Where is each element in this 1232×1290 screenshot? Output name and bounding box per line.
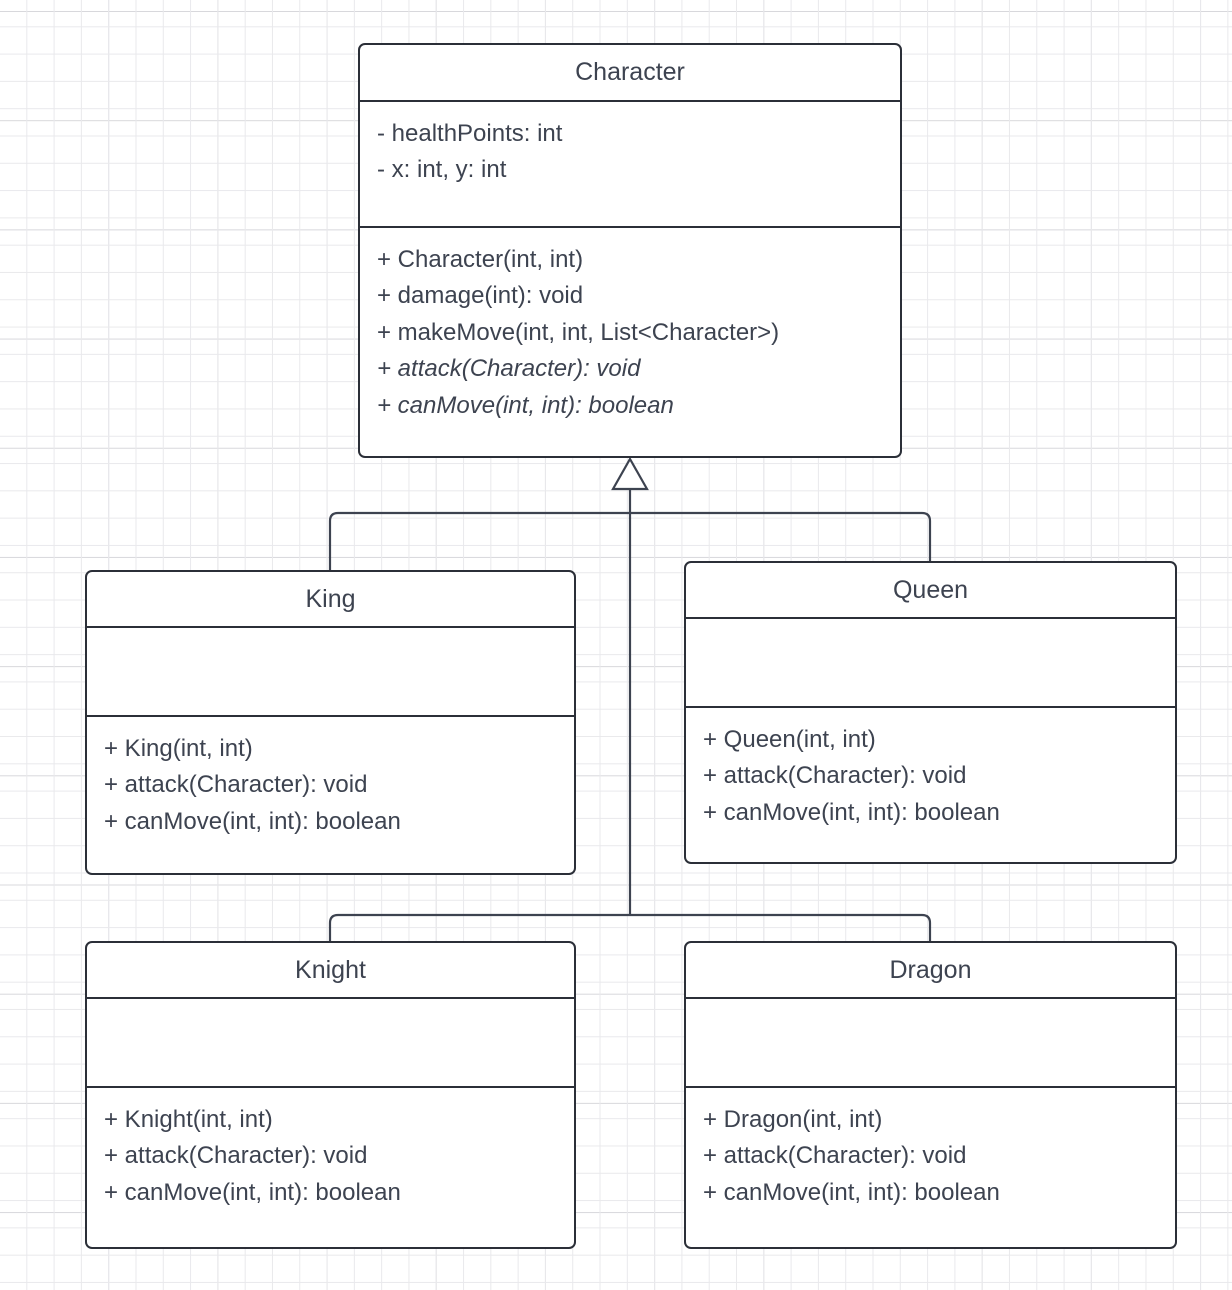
attributes-compartment-king	[87, 628, 574, 715]
method-row: + Dragon(int, int)	[703, 1106, 883, 1133]
attribute-row: - x: int, y: int	[377, 156, 507, 184]
method-row: + Character(int, int)	[377, 246, 584, 273]
method-row: + King(int, int)	[104, 735, 253, 762]
methods-compartment-knight: + Knight(int, int) + attack(Character): …	[87, 1088, 574, 1247]
method-row: + attack(Character): void	[703, 1142, 967, 1170]
method-row: + makeMove(int, int, List<Character>)	[377, 318, 780, 346]
method-row: + Queen(int, int)	[703, 726, 876, 753]
class-name-dragon: Dragon	[889, 955, 972, 984]
method-row-abstract: + attack(Character): void	[377, 355, 641, 383]
attributes-compartment-knight	[87, 999, 574, 1086]
attributes-compartment-character: - healthPoints: int - x: int, y: int	[360, 102, 900, 226]
compartment-divider	[686, 617, 1175, 619]
method-row: + canMove(int, int): boolean	[104, 807, 401, 835]
uml-class-queen[interactable]: Queen + Queen(int, int) + attack(Charact…	[684, 561, 1177, 864]
compartment-divider	[87, 626, 574, 628]
inheritance-branch-king	[328, 511, 630, 570]
methods-compartment-character: + Character(int, int) + damage(int): voi…	[360, 228, 900, 456]
method-row: + attack(Character): void	[104, 771, 368, 799]
compartment-divider	[686, 706, 1175, 708]
compartment-divider	[87, 1086, 574, 1088]
methods-compartment-dragon: + Dragon(int, int) + attack(Character): …	[686, 1088, 1175, 1247]
inheritance-branch-dragon	[630, 913, 932, 941]
uml-class-dragon[interactable]: Dragon + Dragon(int, int) + attack(Chara…	[684, 941, 1177, 1249]
method-row-abstract: + canMove(int, int): boolean	[377, 391, 674, 419]
methods-compartment-king: + King(int, int) + attack(Character): vo…	[87, 717, 574, 873]
method-row: + attack(Character): void	[104, 1142, 368, 1170]
uml-class-character[interactable]: Character - healthPoints: int - x: int, …	[358, 43, 902, 458]
compartment-divider	[686, 1086, 1175, 1088]
class-name-queen: Queen	[892, 575, 969, 604]
attributes-compartment-queen	[686, 619, 1175, 706]
method-row: + canMove(int, int): boolean	[104, 1178, 401, 1206]
method-row: + canMove(int, int): boolean	[703, 1178, 1000, 1206]
inheritance-branch-queen	[630, 511, 932, 561]
attribute-row: - healthPoints: int	[377, 120, 563, 147]
methods-compartment-queen: + Queen(int, int) + attack(Character): v…	[686, 708, 1175, 862]
uml-class-knight[interactable]: Knight + Knight(int, int) + attack(Chara…	[85, 941, 576, 1249]
generalization-triangle-icon	[611, 456, 649, 491]
uml-class-king[interactable]: King + King(int, int) + attack(Character…	[85, 570, 576, 875]
compartment-divider	[360, 226, 900, 228]
method-row: + Knight(int, int)	[104, 1106, 273, 1133]
method-row: + canMove(int, int): boolean	[703, 798, 1000, 826]
compartment-divider	[87, 997, 574, 999]
class-name-king: King	[305, 584, 356, 613]
inheritance-branch-knight	[328, 913, 630, 941]
compartment-divider	[87, 715, 574, 717]
compartment-divider	[360, 100, 900, 102]
method-row: + attack(Character): void	[703, 762, 967, 790]
attributes-compartment-dragon	[686, 999, 1175, 1086]
compartment-divider	[686, 997, 1175, 999]
class-name-character: Character	[575, 58, 685, 86]
method-row: + damage(int): void	[377, 282, 584, 310]
class-name-knight: Knight	[295, 955, 366, 984]
